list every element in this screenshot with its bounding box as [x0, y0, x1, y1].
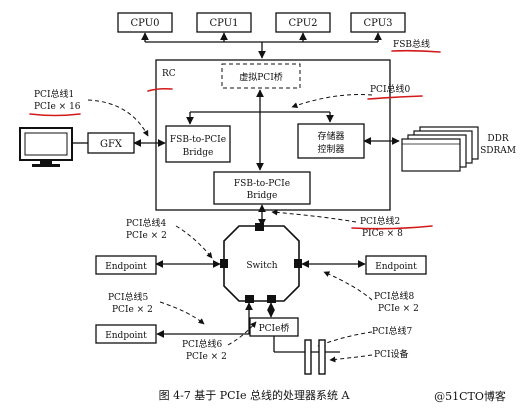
endpoint-left-bottom: Endpoint [95, 324, 157, 344]
fsb-underline [391, 49, 441, 53]
pcie-bridge-label: PCIe桥 [259, 322, 290, 334]
fsb-pcie-bridge-left-line1: FSB-to-PCIe [170, 135, 226, 145]
cpu0-box: CPU0 [117, 12, 173, 33]
pci-bus8-pointer [323, 271, 373, 301]
pci-bus0-underline [367, 95, 423, 100]
virtual-pci-bridge-label: 虚拟PCI桥 [239, 71, 283, 83]
memory-controller-line1: 存储器 [317, 130, 344, 142]
gfx-box: GFX [87, 132, 135, 154]
switch-label: Switch [246, 261, 277, 271]
endpoint-left-top-label: Endpoint [105, 262, 147, 272]
pci-bus2-underline [351, 225, 433, 230]
rc-underline [147, 87, 173, 92]
pcie-x2-d-label: PCIe × 2 [186, 352, 227, 362]
pci-bus5-label: PCI总线5 [108, 291, 148, 303]
ddr-label-line2: SDRAM [480, 146, 516, 156]
cpu2-label: CPU2 [289, 18, 318, 29]
pcie-x16-label: PCIe × 16 [34, 102, 81, 112]
endpoint-right: Endpoint [365, 255, 427, 275]
monitor-icon [19, 127, 73, 167]
pci-bus6-label: PCI总线6 [182, 338, 222, 350]
pci-bus1-label: PCI总线1 [34, 88, 74, 100]
cpu1-box: CPU1 [196, 12, 252, 33]
pci-bus7-label: PCI总线7 [372, 325, 412, 337]
pci-bus1-pointer [87, 99, 149, 137]
cpu0-label: CPU0 [131, 18, 160, 29]
endpoint-left-bottom-label: Endpoint [105, 331, 147, 341]
rc-label: RC [162, 69, 176, 79]
pci-bus6-pointer [227, 321, 257, 346]
pci-bus4-pointer [175, 225, 213, 259]
pcie-x2-a-label: PCIe × 2 [126, 231, 167, 241]
memory-controller-line2: 控制器 [317, 143, 344, 155]
pcie-x8-label: PICe × 8 [362, 229, 403, 239]
ddr-label-line1: DDR [487, 134, 508, 144]
pci-bus4-label: PCI总线4 [126, 217, 166, 229]
fsb-pcie-bridge-bottom-line2: Bridge [247, 191, 278, 201]
pci-bus7-pointer [317, 331, 373, 347]
endpoint-right-label: Endpoint [375, 262, 417, 272]
pci-device-pointer [329, 354, 373, 363]
pci-bus0-label: PCI总线0 [370, 83, 410, 95]
pcie-x2-c-label: PCIe × 2 [378, 304, 419, 314]
cpu1-label: CPU1 [210, 18, 239, 29]
pci-bus5-pointer [159, 301, 205, 325]
pci-device-cards [304, 339, 326, 375]
cpu3-label: CPU3 [364, 18, 393, 29]
pcie-x2-b-label: PCIe × 2 [112, 305, 153, 315]
fsb-pcie-bridge-left: FSB-to-PCIe Bridge [165, 125, 231, 163]
pci-device-label: PCI设备 [374, 348, 409, 360]
pci-bus2-label: PCI总线2 [360, 215, 400, 227]
endpoint-left-top: Endpoint [95, 255, 157, 275]
fsb-label: FSB总线 [393, 38, 430, 50]
figure-caption: 图 4-7 基于 PCIe 总线的处理器系统 A [159, 388, 351, 402]
endpoint-left-bottom-link [156, 302, 253, 338]
virtual-pci-bridge-box [221, 63, 301, 89]
fsb-pcie-bridge-bottom: FSB-to-PCIe Bridge [213, 171, 311, 205]
fsb-pcie-bridge-bottom-line1: FSB-to-PCIe [234, 179, 290, 189]
cpu3-box: CPU3 [350, 12, 406, 33]
pci-bus2-pointer [271, 209, 357, 223]
fsb-pcie-bridge-left-line2: Bridge [183, 148, 214, 158]
fsb-bus [141, 32, 382, 59]
switch-node: Switch [220, 223, 302, 303]
gfx-label: GFX [100, 139, 123, 150]
watermark: @51CTO博客 [434, 389, 506, 403]
pci-bus8-label: PCI总线8 [374, 290, 414, 302]
pcie-bridge: PCIe桥 [249, 317, 299, 337]
pci-bus1-underline [29, 113, 81, 117]
cpu2-box: CPU2 [275, 12, 331, 33]
memory-controller: 存储器 控制器 [297, 123, 365, 159]
ddr-sdram-modules [401, 126, 479, 172]
pci-bus0-pointer [291, 94, 373, 109]
